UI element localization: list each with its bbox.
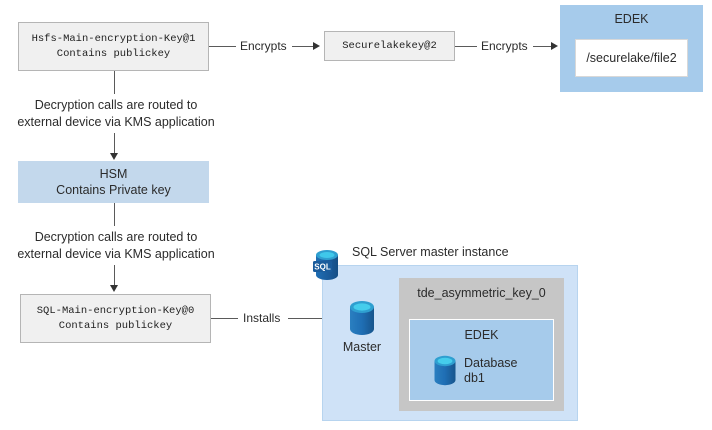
edek-panel-title: EDEK (614, 12, 649, 26)
note-2-line1: Decryption calls are routed to (34, 230, 198, 244)
sql-server-icon: SQL (310, 248, 344, 282)
edek-file-path: /securelake/file2 (586, 51, 677, 65)
arrowhead-to-sql-key (109, 285, 118, 292)
master-label: Master (340, 340, 384, 355)
hsfs-key-line1: Hsfs-Main-encryption-Key@1 (31, 32, 196, 45)
connector-line-encrypts2-to-edek (533, 46, 552, 47)
master-label-text: Master (342, 340, 382, 354)
node-hsfs-main-encryption-key: Hsfs-Main-encryption-Key@1 Contains publ… (18, 22, 209, 71)
tde-asymmetric-key-title: tde_asymmetric_key_0 (417, 286, 546, 300)
master-database-icon (347, 300, 377, 338)
edek-inner-title: EDEK (464, 328, 499, 342)
securelakekey-label: Securelakekey@2 (342, 39, 437, 52)
sql-server-caption: SQL Server master instance (352, 245, 509, 259)
sql-key-line2: Contains publickey (58, 319, 173, 332)
note-1-line1: Decryption calls are routed to (34, 98, 198, 112)
node-securelakekey: Securelakekey@2 (324, 31, 455, 61)
note-decryption-calls-2: Decryption calls are routed to external … (0, 229, 232, 263)
node-hsm: HSM Contains Private key (18, 161, 209, 203)
hsfs-key-line2: Contains publickey (56, 47, 171, 60)
note-decryption-calls-1: Decryption calls are routed to external … (0, 97, 232, 131)
connector-line-note2-to-sqlkey (114, 265, 115, 286)
database-db1-line1: Database (464, 356, 518, 370)
connector-label-installs: Installs (243, 311, 281, 325)
connector-line-sqlkey-to-installs (211, 318, 238, 319)
edek-file-box: /securelake/file2 (575, 39, 688, 77)
note-1-line2: external device via KMS application (17, 115, 215, 129)
connector-label-encrypts-1: Encrypts (240, 39, 287, 53)
connector-line-securelake-to-encrypts2 (455, 46, 477, 47)
connector-label-encrypts-2: Encrypts (481, 39, 528, 53)
connector-line-installs-to-sqlpanel (288, 318, 333, 319)
arrowhead-to-hsm (109, 153, 118, 160)
arrowhead-to-securelake-key (313, 41, 320, 50)
box-edek-inner: EDEK (409, 319, 554, 401)
connector-line-hsfs-down (114, 71, 115, 94)
svg-text:SQL: SQL (314, 263, 331, 272)
database-db1-line2: db1 (464, 371, 485, 385)
database-db1-icon (432, 355, 458, 388)
hsm-line2: Contains Private key (56, 183, 171, 197)
database-db1-label: Database db1 (464, 356, 518, 386)
arrowhead-to-edek-panel (551, 41, 558, 50)
connector-line-hsm-down (114, 203, 115, 226)
note-2-line2: external device via KMS application (17, 247, 215, 261)
connector-line-note1-to-hsm (114, 133, 115, 154)
hsm-line1: HSM (99, 167, 128, 181)
node-sql-main-encryption-key: SQL-Main-encryption-Key@0 Contains publi… (20, 294, 211, 343)
connector-line-encrypts-to-securelake (292, 46, 314, 47)
sql-key-line1: SQL-Main-encryption-Key@0 (36, 304, 195, 317)
connector-line-hsfs-to-encrypts (209, 46, 236, 47)
